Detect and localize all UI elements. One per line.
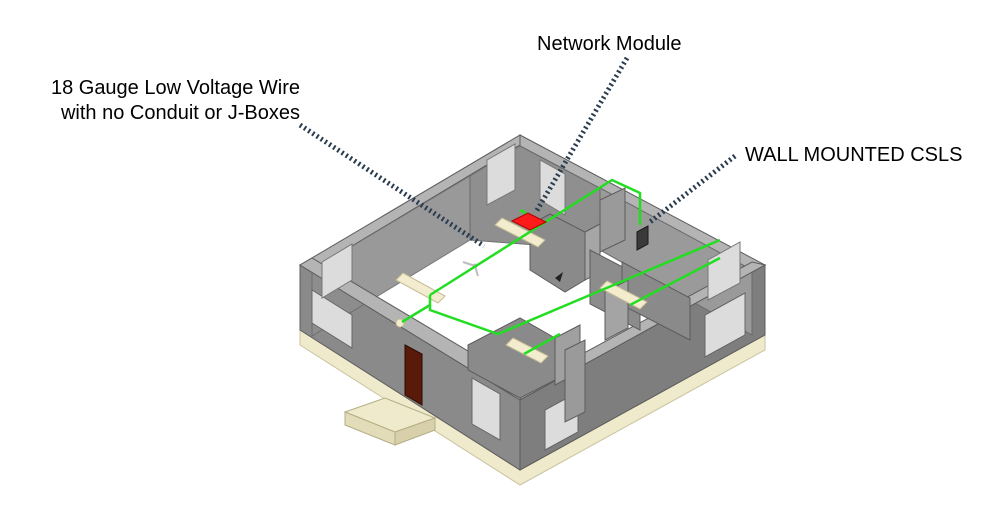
callout-label-wall-csls: WALL MOUNTED CSLS bbox=[745, 144, 963, 166]
window-back-left bbox=[321, 243, 353, 299]
callout-label-wire-line1: 18 Gauge Low Voltage Wire bbox=[50, 77, 300, 99]
leader-csls bbox=[648, 154, 737, 224]
wall-mounted-csls-icon bbox=[636, 225, 649, 251]
partition-wall-4 bbox=[599, 187, 626, 253]
window-left-1 bbox=[311, 289, 353, 349]
callout-leaders bbox=[298, 56, 737, 249]
leader-wire bbox=[298, 122, 486, 249]
light-fixture-2 bbox=[395, 272, 446, 304]
light-fixture-1 bbox=[494, 217, 546, 248]
callout-label-wire: 18 Gauge Low Voltage Wire with no Condui… bbox=[8, 76, 300, 126]
callout-label-wire-line2: with no Conduit or J-Boxes bbox=[60, 102, 300, 124]
window-right-2 bbox=[707, 241, 741, 301]
light-fixture-3 bbox=[505, 337, 549, 364]
window-back-2 bbox=[539, 159, 566, 216]
front-door bbox=[404, 344, 423, 406]
window-right-1 bbox=[704, 292, 746, 358]
callout-label-network-module: Network Module bbox=[537, 33, 682, 55]
partition-wall-8 bbox=[564, 339, 586, 423]
window-front-1 bbox=[471, 377, 501, 441]
interior-switch bbox=[555, 272, 563, 282]
network-module bbox=[510, 212, 548, 231]
porch-step-front bbox=[394, 417, 436, 446]
window-back-1 bbox=[486, 143, 516, 206]
